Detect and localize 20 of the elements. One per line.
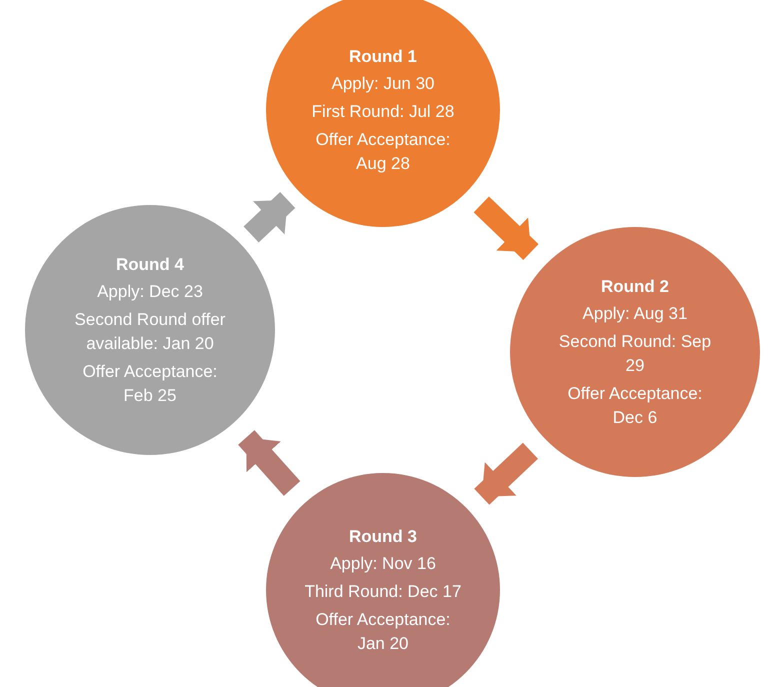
date-text: First Round: Jul 28	[312, 101, 454, 124]
date-text: Second Round offer available: Jan 20	[74, 309, 226, 355]
round-title: Round 2	[601, 276, 669, 298]
round-title: Round 1	[349, 46, 417, 68]
date-text: Third Round: Dec 17	[304, 581, 462, 604]
block-arrow	[474, 442, 538, 505]
date-text: Apply: Jun 30	[331, 73, 434, 96]
date-text: Offer Acceptance: Aug 28	[314, 128, 452, 175]
block-arrow	[474, 196, 539, 260]
date-text: Apply: Nov 16	[330, 553, 436, 576]
date-text: Offer Acceptance: Dec 6	[566, 382, 704, 429]
date-text: Offer Acceptance: Feb 25	[82, 360, 218, 407]
date-text: Apply: Dec 23	[97, 281, 203, 304]
block-arrow	[238, 430, 300, 496]
date-text: Second Round: Sep 29	[558, 331, 712, 377]
round-title: Round 3	[349, 526, 417, 548]
block-arrow	[244, 192, 296, 242]
round-title: Round 4	[116, 254, 184, 276]
date-text: Offer Acceptance: Jan 20	[314, 608, 452, 655]
date-text: Apply: Aug 31	[582, 303, 688, 326]
